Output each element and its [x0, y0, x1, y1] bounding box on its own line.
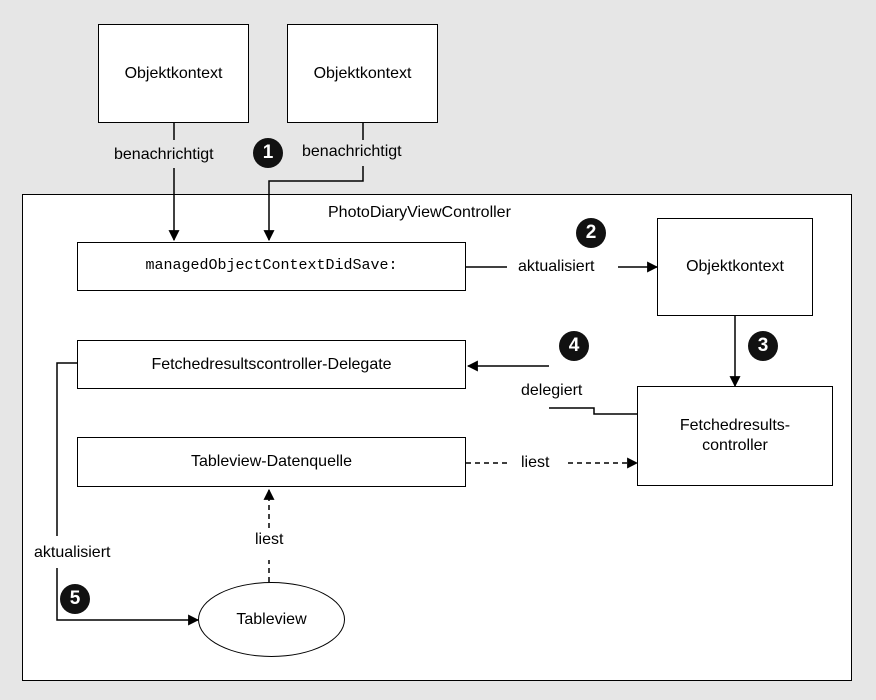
object-context-inner-box: Objektkontext	[657, 218, 813, 316]
reads-frc-label: liest	[517, 455, 554, 471]
object-context-inner-label: Objektkontext	[686, 258, 784, 275]
reads-datasource-label: liest	[251, 532, 288, 548]
frc-delegate-label: Fetchedresultscontroller-Delegate	[151, 355, 392, 373]
frc-box: Fetchedresults- controller	[637, 386, 833, 486]
frc-label: Fetchedresults- controller	[679, 417, 791, 454]
notify-right-arrow	[263, 166, 364, 242]
did-save-handler-label: managedObjectContextDidSave:	[145, 257, 398, 275]
delegate-label: delegiert	[517, 383, 587, 399]
tableview-node: Tableview	[198, 582, 345, 657]
update-tableview-arrow	[56, 568, 200, 626]
update-context-label: aktualisiert	[514, 259, 599, 275]
did-save-handler-box: managedObjectContextDidSave:	[77, 242, 466, 291]
update-tableview-label: aktualisiert	[30, 545, 115, 561]
container-title: PhotoDiaryViewController	[328, 204, 511, 221]
step-badge-2: 2	[576, 218, 606, 248]
step-badge-5: 5	[60, 584, 90, 614]
object-context-right-label: Objektkontext	[313, 64, 412, 82]
step-badge-4: 4	[559, 331, 589, 361]
frc-delegate-box: Fetchedresultscontroller-Delegate	[77, 340, 466, 389]
delegate-line	[549, 407, 639, 415]
tableview-label: Tableview	[236, 610, 307, 628]
notify-left-label: benachrichtigt	[110, 147, 218, 163]
object-context-box-left: Objektkontext	[98, 24, 249, 123]
datasource-box: Tableview-Datenquelle	[77, 437, 466, 487]
step-badge-3: 3	[748, 331, 778, 361]
step-badge-1: 1	[253, 138, 283, 168]
object-context-box-right: Objektkontext	[287, 24, 438, 123]
object-context-left-label: Objektkontext	[124, 64, 223, 82]
notify-right-label: benachrichtigt	[298, 144, 406, 160]
update-tableview-line	[56, 362, 77, 536]
datasource-label: Tableview-Datenquelle	[191, 453, 352, 470]
